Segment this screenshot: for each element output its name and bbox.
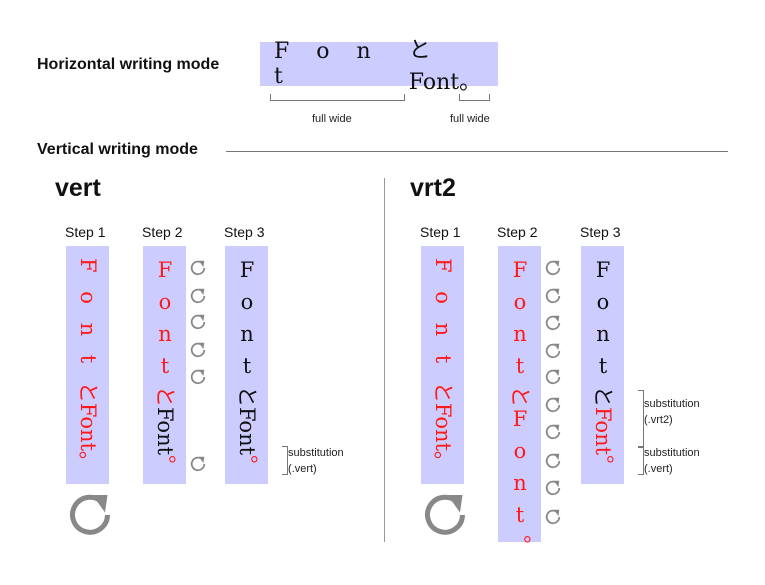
glyph-run: Font	[153, 407, 177, 456]
step-column	[498, 246, 541, 542]
step-column	[581, 246, 624, 484]
step-column	[225, 246, 268, 484]
bracket	[282, 446, 288, 475]
glyph-run: Font	[591, 407, 615, 456]
divider	[226, 151, 728, 152]
glyph-run: 。	[153, 455, 177, 485]
vertical-text: FontとFont。	[225, 258, 268, 484]
vertical-mode-label: Vertical writing mode	[37, 141, 198, 158]
horizontal-fullwide-text: F o n t	[274, 39, 381, 89]
bracket	[459, 94, 490, 101]
rotate-arrow-icon	[544, 287, 562, 305]
horizontal-mode-label: Horizontal writing mode	[37, 56, 220, 73]
rotate-arrow-icon	[544, 259, 562, 277]
glyph-run: Font	[153, 258, 177, 386]
vertical-text: F o n t とFont。	[66, 258, 109, 472]
panel-title: vrt2	[410, 174, 456, 202]
step-label: Step 3	[224, 224, 265, 240]
step-label: Step 3	[580, 224, 621, 240]
rotate-arrow-icon	[544, 396, 562, 414]
rotate-arrow-icon	[544, 342, 562, 360]
rotate-arrow-icon	[65, 490, 115, 545]
rotate-arrow-icon	[544, 368, 562, 386]
rotate-arrow-icon	[189, 313, 207, 331]
vertical-text: FontとFont。	[143, 258, 186, 484]
glyph-run: F o n t	[76, 258, 100, 382]
glyph-run: Font	[235, 258, 259, 386]
step-label: Step 1	[420, 224, 461, 240]
rotate-arrow-icon	[189, 455, 207, 473]
bracket-label: full wide	[312, 113, 352, 125]
vertical-text: F o n t とFont。	[421, 258, 464, 472]
horizontal-rest-text: とFont。	[408, 38, 482, 95]
substitution-note: substitution(.vrt2)	[644, 398, 700, 426]
glyph-run: とFont。	[76, 381, 100, 472]
glyph-run: と	[235, 386, 259, 407]
bracket	[638, 446, 644, 475]
divider	[384, 178, 385, 542]
glyph-run: 。	[508, 535, 532, 564]
glyph-run: と	[508, 386, 532, 407]
glyph-run: F o n t	[431, 258, 455, 382]
substitution-note: substitution(.vert)	[288, 447, 344, 475]
rotate-arrow-icon	[544, 423, 562, 441]
glyph-run: Font	[508, 407, 532, 535]
rotate-arrow-icon	[544, 452, 562, 470]
rotate-arrow-icon	[189, 368, 207, 386]
vertical-text: FontとFont。	[498, 258, 541, 564]
rotate-arrow-icon	[544, 314, 562, 332]
bracket	[270, 94, 405, 101]
rotate-arrow-icon	[189, 287, 207, 305]
step-column	[421, 246, 464, 484]
glyph-run: 。	[235, 455, 259, 485]
rotate-arrow-icon	[189, 341, 207, 359]
glyph-run: と	[591, 386, 615, 407]
horizontal-sample-box: F o n t とFont。	[260, 38, 498, 95]
step-label: Step 2	[142, 224, 183, 240]
glyph-run: Font	[591, 258, 615, 386]
step-column	[143, 246, 186, 484]
rotate-arrow-icon	[544, 479, 562, 497]
rotate-arrow-icon	[189, 259, 207, 277]
substitution-note: substitution(.vert)	[644, 447, 700, 475]
vertical-text: FontとFont。	[581, 258, 624, 484]
glyph-run: と	[153, 386, 177, 407]
glyph-run: Font	[235, 407, 259, 456]
step-label: Step 2	[497, 224, 538, 240]
rotate-arrow-icon	[544, 508, 562, 526]
rotate-arrow-icon	[420, 490, 470, 545]
step-column	[66, 246, 109, 484]
glyph-run: とFont。	[431, 381, 455, 472]
bracket	[638, 390, 644, 448]
glyph-run: Font	[508, 258, 532, 386]
panel-title: vert	[55, 174, 101, 202]
bracket-label: full wide	[450, 113, 490, 125]
glyph-run: 。	[591, 455, 615, 485]
step-label: Step 1	[65, 224, 106, 240]
